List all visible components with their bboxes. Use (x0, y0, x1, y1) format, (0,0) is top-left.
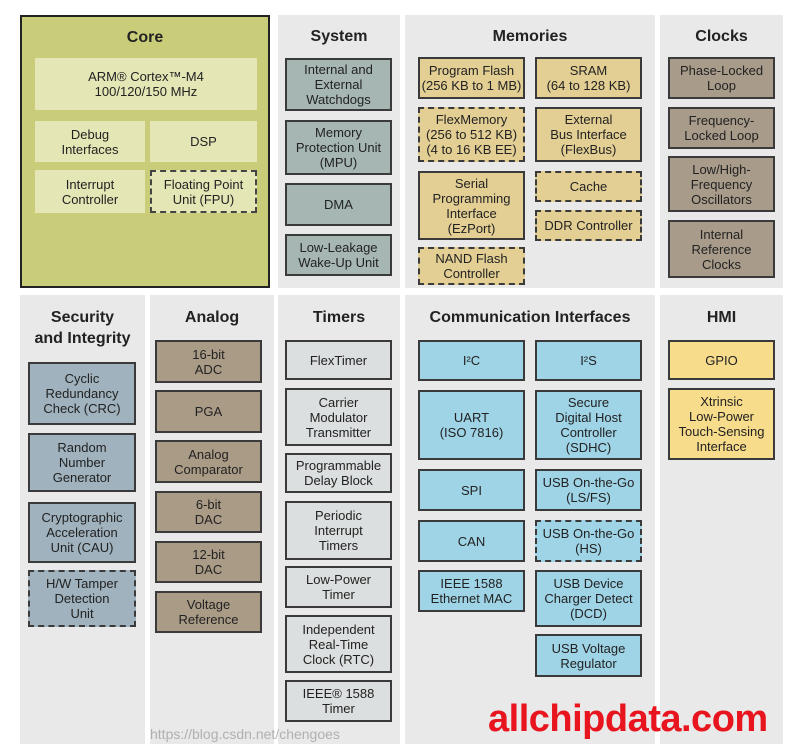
tamper-detection: H/W Tamper Detection Unit (28, 570, 136, 627)
security-title: Security and Integrity (34, 309, 131, 347)
crc: Cyclic Redundancy Check (CRC) (28, 362, 136, 425)
pga: PGA (155, 390, 262, 433)
spi: SPI (418, 469, 525, 511)
flexbus: External Bus Interface (FlexBus) (535, 107, 642, 162)
gpio: GPIO (668, 340, 775, 380)
cau: Cryptographic Acceleration Unit (CAU) (28, 502, 136, 563)
periodic-interrupt-timers: Periodic Interrupt Timers (285, 501, 392, 560)
usb-otg-ls-fs: USB On-the-Go (LS/FS) (535, 469, 642, 511)
flexmemory: FlexMemory (256 to 512 KB) (4 to 16 KB E… (418, 107, 525, 162)
adc-16bit: 16-bit ADC (155, 340, 262, 383)
ieee1588-timer: IEEE® 1588 Timer (285, 680, 392, 722)
usb-voltage-regulator: USB Voltage Regulator (535, 634, 642, 677)
internal-reference-clocks: Internal Reference Clocks (668, 220, 775, 278)
watermark: allchipdata.com (488, 698, 768, 740)
voltage-reference: Voltage Reference (155, 591, 262, 633)
comm-title: Communication Interfaces (429, 309, 631, 326)
uart: UART (ISO 7816) (418, 390, 525, 460)
analog-comparator: Analog Comparator (155, 440, 262, 483)
cache: Cache (535, 171, 642, 202)
i2c: I²C (418, 340, 525, 381)
pll: Phase-Locked Loop (668, 57, 775, 99)
arm-cortex-m4: ARM® Cortex™-M4 100/120/150 MHz (35, 58, 257, 110)
oscillators: Low/High- Frequency Oscillators (668, 156, 775, 212)
hmi-title: HMI (706, 309, 737, 326)
core-title: Core (126, 29, 164, 46)
ddr-controller: DDR Controller (535, 210, 642, 241)
i2s: I²S (535, 340, 642, 381)
dac-6bit: 6-bit DAC (155, 491, 262, 533)
timers-title: Timers (312, 309, 366, 326)
fll: Frequency- Locked Loop (668, 107, 775, 149)
low-leakage-wakeup: Low-Leakage Wake-Up Unit (285, 234, 392, 276)
watchdogs: Internal and External Watchdogs (285, 58, 392, 111)
sram: SRAM (64 to 128 KB) (535, 57, 642, 99)
usb-dcd: USB Device Charger Detect (DCD) (535, 570, 642, 627)
sdhc: Secure Digital Host Controller (SDHC) (535, 390, 642, 460)
programmable-delay-block: Programmable Delay Block (285, 453, 392, 493)
ezport: Serial Programming Interface (EzPort) (418, 171, 525, 240)
analog-title: Analog (184, 309, 240, 326)
ieee1588-ethernet-mac: IEEE 1588 Ethernet MAC (418, 570, 525, 612)
mpu: Memory Protection Unit (MPU) (285, 120, 392, 175)
dsp: DSP (150, 121, 257, 162)
debug-interfaces: Debug Interfaces (35, 121, 145, 162)
system-title: System (310, 28, 368, 45)
rtc: Independent Real-Time Clock (RTC) (285, 615, 392, 673)
usb-otg-hs: USB On-the-Go (HS) (535, 520, 642, 562)
nand-flash-controller: NAND Flash Controller (418, 247, 525, 285)
flextimer: FlexTimer (285, 340, 392, 380)
memories-title: Memories (492, 28, 568, 45)
low-power-timer: Low-Power Timer (285, 566, 392, 608)
can: CAN (418, 520, 525, 562)
dma: DMA (285, 183, 392, 226)
rng: Random Number Generator (28, 433, 136, 492)
carrier-modulator: Carrier Modulator Transmitter (285, 388, 392, 446)
interrupt-controller: Interrupt Controller (35, 170, 145, 213)
watermark-url: https://blog.csdn.net/chengoes (150, 726, 340, 742)
fpu: Floating Point Unit (FPU) (150, 170, 257, 213)
touch-sensing-interface: Xtrinsic Low-Power Touch-Sensing Interfa… (668, 388, 775, 460)
program-flash: Program Flash (256 KB to 1 MB) (418, 57, 525, 99)
dac-12bit: 12-bit DAC (155, 541, 262, 583)
clocks-title: Clocks (695, 28, 748, 45)
